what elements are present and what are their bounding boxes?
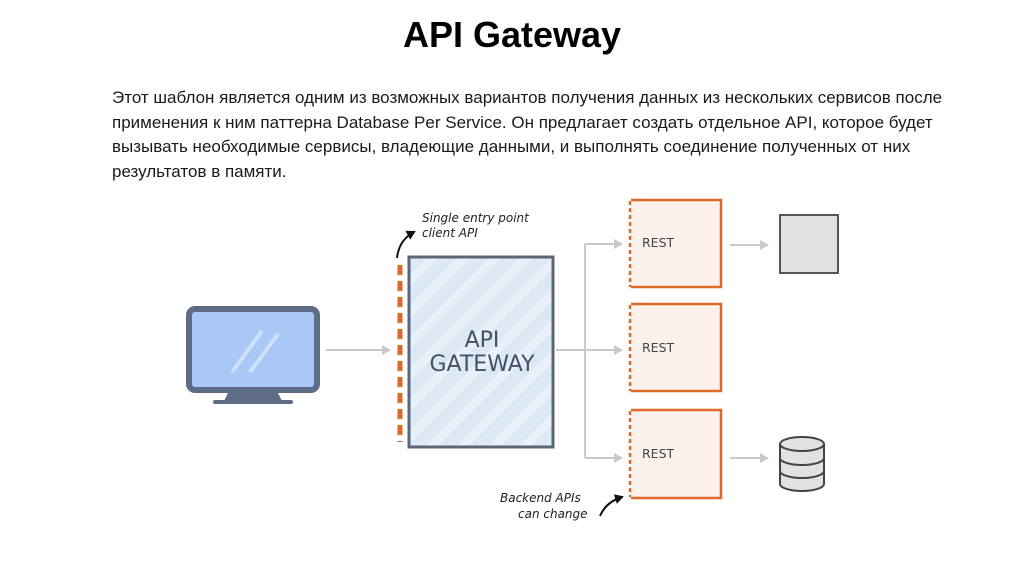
description-line: вызывать необходимые сервисы, владеющие … [112,137,911,156]
api-gateway-box: API GATEWAY [397,255,555,449]
entry-annotation-line2: client API [422,226,478,240]
description-line: Этот шаблон является одним из возможных … [112,88,943,107]
gateway-label-line2: GATEWAY [429,352,535,377]
backend-annotation-line2: can change [518,507,588,521]
rest-label: REST [642,340,675,355]
service-box-icon [779,214,839,274]
rest-service-3: REST [628,408,723,500]
monitor-icon [186,306,320,404]
entry-annotation-line1: Single entry point [422,211,530,225]
rest-service-1: REST [628,198,723,289]
description-line: результатов в памяти. [112,161,287,181]
rest-label: REST [642,235,675,250]
slide-title: API Gateway [402,14,622,55]
backend-annotation: Backend APIs can change [500,491,624,521]
gateway-to-services-arrows [556,239,623,463]
description-line: применения к ним паттерна Database Per S… [112,112,933,132]
entry-point-annotation: Single entry point client API [396,211,530,259]
rest-service-2: REST [628,302,723,393]
gateway-label-line1: API [465,328,500,353]
database-icon [779,436,825,492]
slide-description: Этот шаблон является одним из возможных … [112,86,943,184]
rest-label: REST [642,446,675,461]
backend-annotation-line1: Backend APIs [500,491,581,505]
